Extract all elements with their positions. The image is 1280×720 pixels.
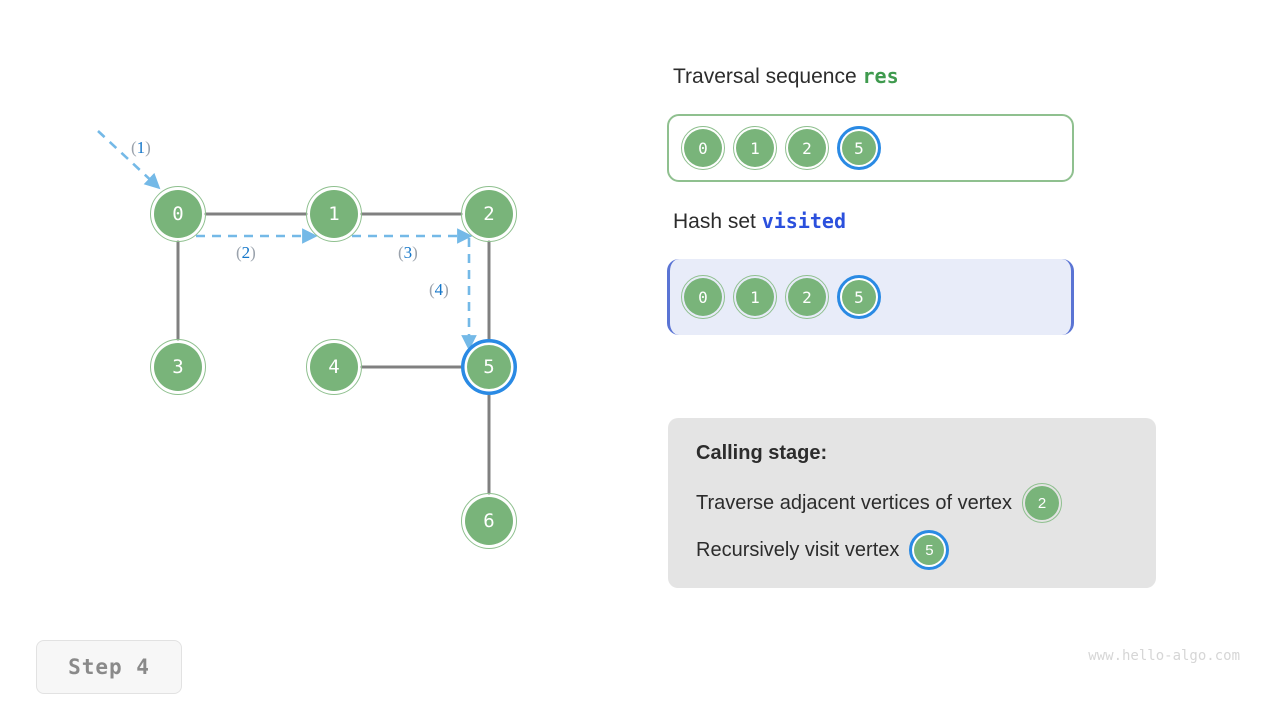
chip-label: 0 <box>684 129 722 167</box>
calling-line-1-badge[interactable]: 2 <box>1022 483 1063 523</box>
step-indicator: Step 4 <box>36 640 182 694</box>
visited-title-text: Hash set <box>673 210 756 233</box>
visited-items: 0 1 2 5 <box>681 275 881 319</box>
calling-stage-title: Calling stage: <box>696 442 828 464</box>
node-ring <box>306 186 362 242</box>
calling-stage-line-2: Recursively visit vertex 5 <box>696 530 950 570</box>
traversal-step-label-4: (4) <box>429 280 449 299</box>
node-label: 0 <box>154 190 202 238</box>
res-item-3[interactable]: 5 <box>837 126 881 170</box>
calling-stage-line-1: Traverse adjacent vertices of vertex 2 <box>696 483 1063 523</box>
chip-ring <box>733 126 777 170</box>
calling-line-2-badge[interactable]: 5 <box>909 530 950 570</box>
chip-label: 5 <box>842 131 876 165</box>
graph-node-3[interactable]: 3 <box>150 339 206 395</box>
chip-ring <box>785 275 829 319</box>
node-ring <box>461 186 517 242</box>
chip-ring <box>681 126 725 170</box>
node-label: 1 <box>310 190 358 238</box>
calling-line-1-text: Traverse adjacent vertices of vertex <box>696 491 1013 514</box>
traversal-arrows <box>97 130 477 351</box>
step-number: 1 <box>136 138 146 157</box>
graph-node-0[interactable]: 0 <box>150 186 206 242</box>
chip-label: 2 <box>788 278 826 316</box>
visited-item-2[interactable]: 2 <box>785 275 829 319</box>
traversal-step-label-1: (1) <box>131 138 151 157</box>
node-label: 2 <box>465 190 513 238</box>
visited-item-3[interactable]: 5 <box>837 275 881 319</box>
chip-ring <box>681 275 725 319</box>
traversal-step-label-2: (2) <box>236 243 256 262</box>
chip-label: 1 <box>736 278 774 316</box>
graph-node-4[interactable]: 4 <box>306 339 362 395</box>
badge-label: 2 <box>1025 486 1060 520</box>
res-item-2[interactable]: 2 <box>785 126 829 170</box>
visited-variable-name: visited <box>761 209 847 233</box>
calling-line-2-text: Recursively visit vertex <box>696 538 900 561</box>
graph-node-5[interactable]: 5 <box>461 339 517 395</box>
badge-ring <box>1022 483 1063 523</box>
visited-item-1[interactable]: 1 <box>733 275 777 319</box>
badge-ring-highlight <box>909 530 950 570</box>
graph-node-2[interactable]: 2 <box>461 186 517 242</box>
step-number: 3 <box>403 243 413 262</box>
arrow-1-into-0 <box>97 130 161 190</box>
res-title-text: Traversal sequence <box>673 65 857 88</box>
chip-label: 1 <box>736 129 774 167</box>
traversal-step-label-3: (3) <box>398 243 418 262</box>
chip-label: 0 <box>684 278 722 316</box>
chip-ring <box>785 126 829 170</box>
step-number: 2 <box>241 243 251 262</box>
chip-ring-highlight <box>837 275 881 319</box>
chip-label: 5 <box>842 280 876 314</box>
chip-ring <box>733 275 777 319</box>
graph-node-6[interactable]: 6 <box>461 493 517 549</box>
chip-label: 2 <box>788 129 826 167</box>
res-section-title: Traversal sequence res <box>673 64 899 89</box>
calling-stage-box: Calling stage: Traverse adjacent vertice… <box>668 418 1156 588</box>
graph-panel: 0 1 2 3 4 5 6 (1) (2) (3) (4) <box>97 130 517 549</box>
watermark: www.hello-algo.com <box>1088 648 1240 664</box>
node-label: 4 <box>310 343 358 391</box>
node-ring <box>306 339 362 395</box>
node-label: 5 <box>467 345 511 389</box>
step-number: 4 <box>434 280 444 299</box>
res-items: 0 1 2 5 <box>681 126 881 170</box>
visited-section-title: Hash set visited <box>673 209 846 234</box>
node-label: 3 <box>154 343 202 391</box>
chip-ring-highlight <box>837 126 881 170</box>
edge-group <box>176 212 491 495</box>
node-ring-highlight <box>461 339 517 395</box>
node-ring <box>150 186 206 242</box>
res-item-1[interactable]: 1 <box>733 126 777 170</box>
node-ring <box>461 493 517 549</box>
res-variable-name: res <box>862 64 899 88</box>
graph-edges-svg <box>97 130 491 495</box>
res-item-0[interactable]: 0 <box>681 126 725 170</box>
badge-label: 5 <box>914 535 945 565</box>
node-label: 6 <box>465 497 513 545</box>
visited-item-0[interactable]: 0 <box>681 275 725 319</box>
node-ring <box>150 339 206 395</box>
info-panel: Traversal sequence res 0 1 2 5 H <box>640 0 1280 720</box>
graph-node-1[interactable]: 1 <box>306 186 362 242</box>
